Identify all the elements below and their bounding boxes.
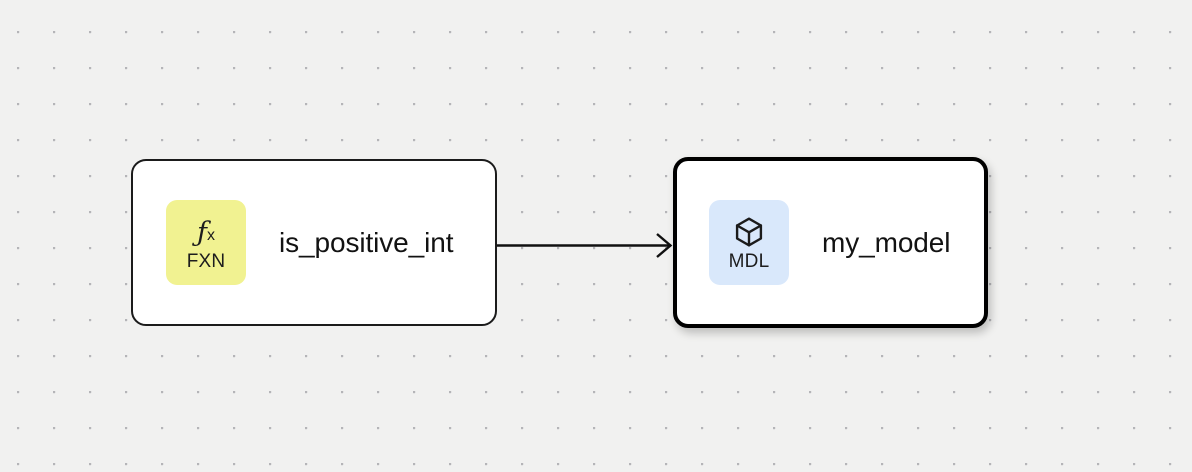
- cube-icon: [732, 214, 766, 250]
- fx-glyph-x: x: [207, 226, 215, 244]
- node-label-is-positive-int: is_positive_int: [279, 226, 454, 258]
- badge-caption-mdl: MDL: [728, 251, 770, 272]
- edge-fxn-to-mdl[interactable]: [497, 233, 673, 258]
- fx-glyph-f: ƒ: [197, 216, 207, 248]
- node-label-my-model: my_model: [822, 226, 951, 258]
- node-type-badge-mdl: MDL: [709, 200, 789, 285]
- node-type-badge-fxn: ƒx FXN: [166, 200, 246, 285]
- node-is-positive-int[interactable]: ƒx FXN is_positive_int: [131, 159, 497, 326]
- function-fx-icon: ƒx: [197, 214, 215, 250]
- badge-caption-fxn: FXN: [186, 251, 226, 272]
- edge-arrowhead-icon: [656, 233, 673, 258]
- node-my-model[interactable]: MDL my_model: [673, 157, 988, 328]
